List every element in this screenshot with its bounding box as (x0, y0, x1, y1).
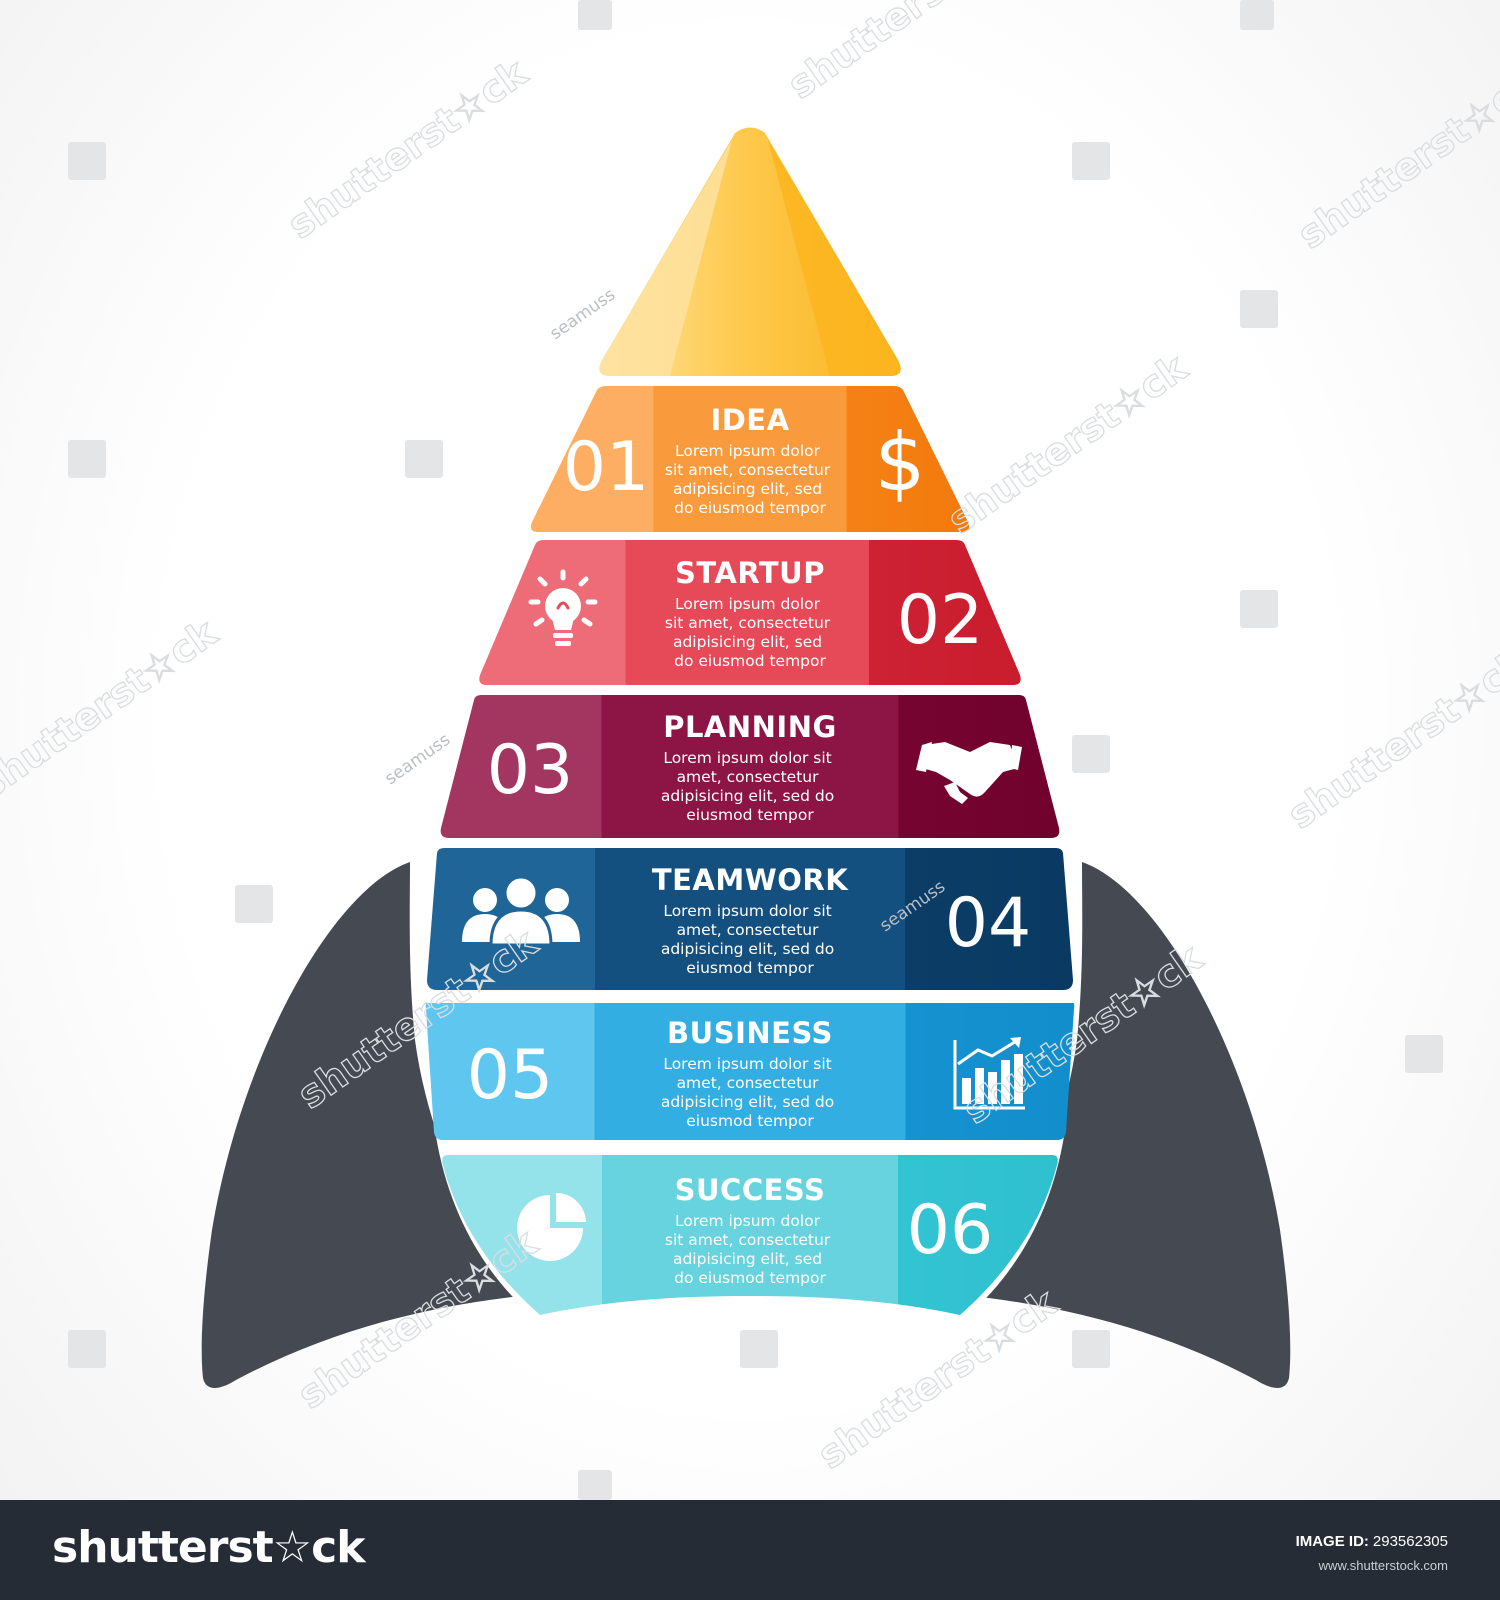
rocket-infographic: IDEA Lorem ipsum dolor sit amet, consect… (0, 0, 1500, 1500)
watermark-mark (1240, 290, 1278, 328)
watermark-author: seamuss (381, 730, 454, 789)
watermark-text: shutterst☆ck (1280, 640, 1500, 837)
segment-5-number: 05 (467, 1036, 554, 1115)
image-id-value: 293562305 (1372, 1533, 1448, 1550)
pie-chart-icon (517, 1193, 586, 1261)
segment-3-number: 03 (487, 731, 574, 810)
segment-4: TEAMWORK Lorem ipsum dolor sit amet, con… (652, 863, 1031, 977)
dollar-icon: $ (875, 416, 926, 509)
footer-url[interactable]: www.shutterstock.com (1318, 1558, 1448, 1573)
segment-6: SUCCESS Lorem ipsum dolor sit amet, cons… (665, 1173, 993, 1287)
segment-1-title: IDEA (710, 403, 789, 437)
watermark-mark (68, 440, 106, 478)
watermark-mark (1072, 142, 1110, 180)
watermark-text: shutterst☆ck (1290, 60, 1500, 257)
footer-bar: shutterst☆ck IMAGE ID:293562305 www.shut… (0, 1500, 1500, 1600)
segment-1-band (530, 386, 970, 532)
segment-5: BUSINESS Lorem ipsum dolor sit amet, con… (467, 1016, 839, 1130)
svg-text:$: $ (875, 416, 926, 509)
segment-1: IDEA Lorem ipsum dolor sit amet, consect… (563, 403, 835, 517)
bar-chart-icon (953, 1037, 1025, 1110)
left-fin (201, 862, 531, 1388)
watermark-mark (1072, 735, 1110, 773)
handshake-icon (916, 742, 1022, 804)
segment-5-band (425, 1003, 1075, 1140)
watermark-text: shutterst☆ck (0, 610, 225, 807)
image-id: IMAGE ID:293562305 (1296, 1533, 1448, 1550)
watermark-mark (578, 0, 612, 30)
watermark-mark (1240, 590, 1278, 628)
rocket-nose-shade (768, 140, 901, 376)
watermark-mark (68, 1330, 106, 1368)
segment-2-body: Lorem ipsum dolor sit amet, consectetur … (665, 595, 835, 670)
watermark-author: seamuss (546, 285, 619, 344)
segment-6-number: 06 (907, 1191, 994, 1270)
watermark-mark (1072, 1330, 1110, 1368)
segment-3-title: PLANNING (663, 710, 837, 744)
right-fin (962, 862, 1291, 1388)
segment-4-body: Lorem ipsum dolor sit amet, consectetur … (661, 902, 839, 977)
watermark-text: shutterst☆ck (280, 50, 535, 247)
watermark-text: shutterst☆ck (940, 345, 1195, 542)
segment-6-title: SUCCESS (675, 1173, 826, 1207)
footer-logo[interactable]: shutterst☆ck (52, 1522, 365, 1573)
segment-4-title: TEAMWORK (652, 863, 849, 897)
lightbulb-icon (528, 569, 598, 646)
segment-1-number: 01 (563, 428, 650, 507)
segment-3-band (440, 695, 1060, 838)
image-id-label: IMAGE ID: (1295, 1533, 1369, 1550)
segment-6-body: Lorem ipsum dolor sit amet, consectetur … (665, 1212, 835, 1287)
segment-2-band (479, 540, 1021, 685)
segment-2-number: 02 (897, 581, 984, 660)
segment-1-body: Lorem ipsum dolor sit amet, consectetur … (665, 442, 835, 517)
watermark-mark (740, 1330, 778, 1368)
segment-5-body: Lorem ipsum dolor sit amet, consectetur … (661, 1055, 839, 1130)
segment-4-number: 04 (945, 884, 1032, 963)
segment-4-band (427, 848, 1073, 990)
watermark-mark (1405, 1035, 1443, 1073)
watermark-mark (1240, 0, 1274, 30)
segment-2-title: STARTUP (675, 556, 825, 590)
watermark-mark (235, 885, 273, 923)
rocket-nose-light (599, 140, 732, 376)
watermark-mark (405, 440, 443, 478)
team-icon (462, 875, 580, 947)
watermark-text: shutterst☆ck (780, 0, 1035, 107)
segment-3-body: Lorem ipsum dolor sit amet, consectetur … (661, 749, 839, 824)
watermark-mark (68, 142, 106, 180)
segment-2: STARTUP Lorem ipsum dolor sit amet, cons… (665, 556, 983, 670)
watermark-mark (578, 1470, 612, 1500)
segment-5-title: BUSINESS (667, 1016, 833, 1050)
segment-6-band (442, 1155, 1058, 1315)
segment-3: PLANNING Lorem ipsum dolor sit amet, con… (487, 710, 839, 824)
